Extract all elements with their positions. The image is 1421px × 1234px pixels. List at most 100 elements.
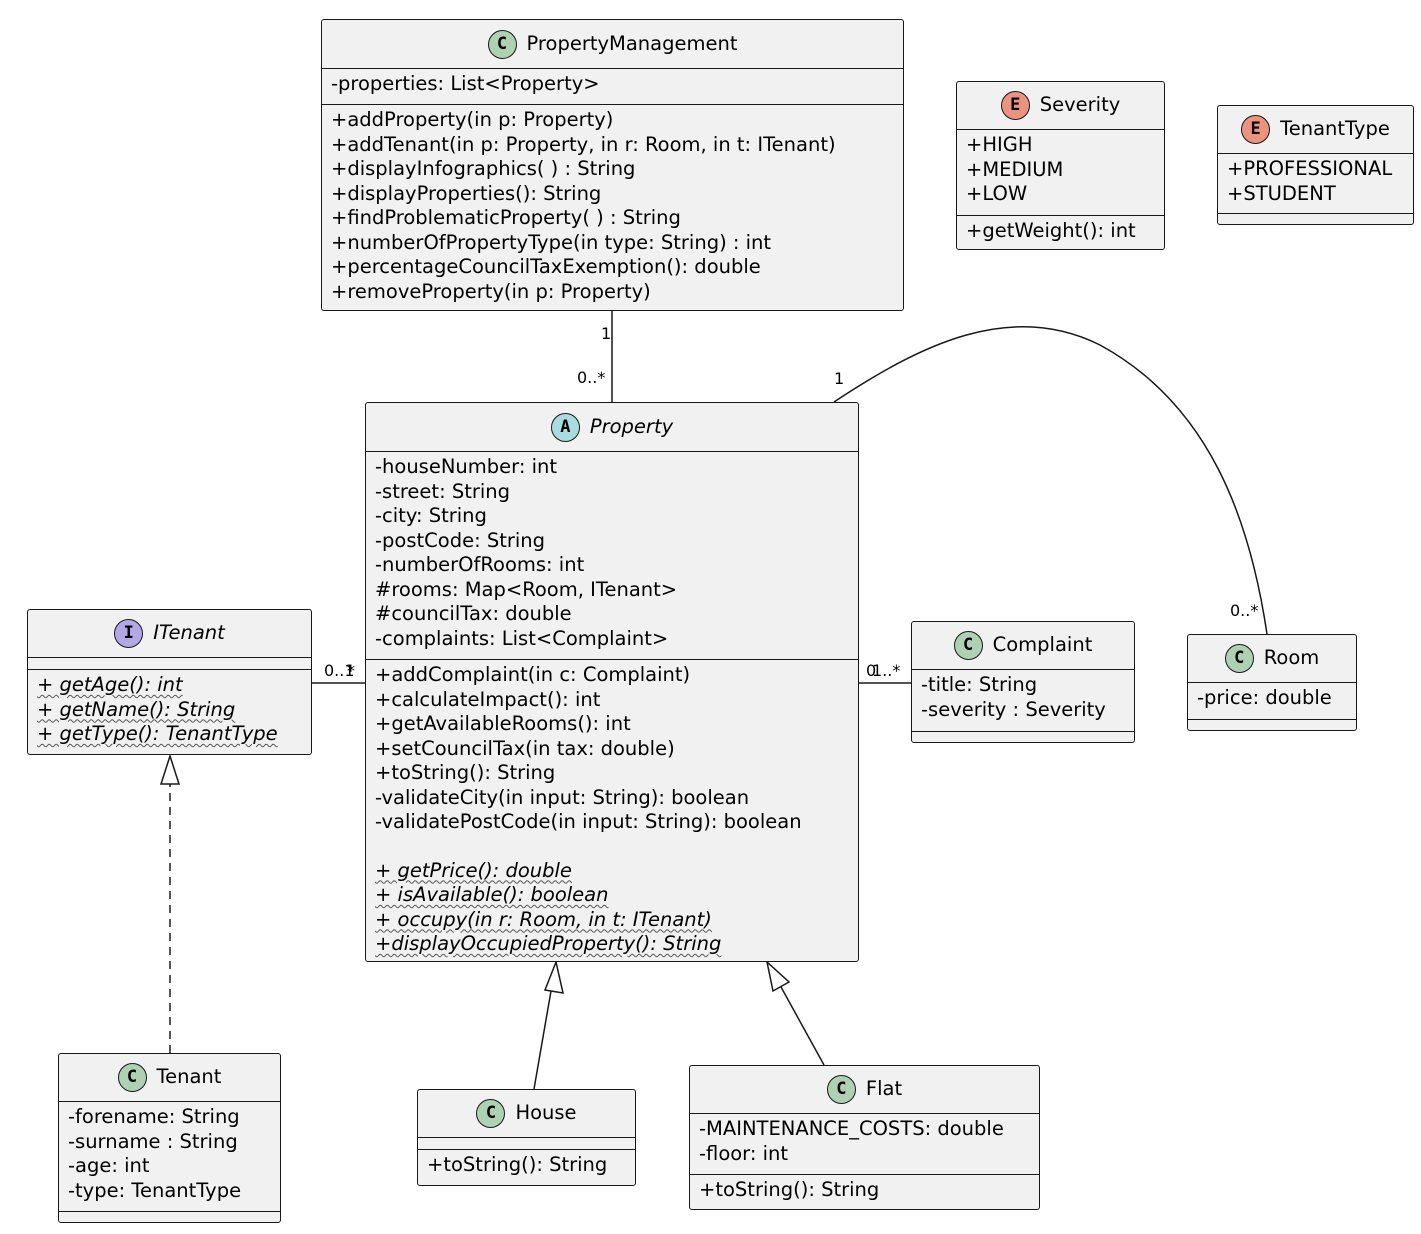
abstract-method: + getAge(): int <box>37 673 183 696</box>
method: +toString(): String <box>699 1178 880 1201</box>
class-header: A Property <box>366 403 858 451</box>
enum-value: +MEDIUM <box>966 157 1064 181</box>
method: -validateCity(in input: String): boolean <box>375 785 750 809</box>
attribute: -numberOfRooms: int <box>375 553 585 576</box>
class-header: C Room <box>1188 635 1356 682</box>
association-property-room <box>833 325 1268 635</box>
attribute: -title: String <box>921 673 1038 696</box>
class-stereotype-icon: C <box>487 29 517 59</box>
enum-stereotype-icon: E <box>1241 115 1271 144</box>
enum-value: +STUDENT <box>1227 181 1336 205</box>
methods-section: +addProperty(in p: Property) +addTenant(… <box>322 104 903 306</box>
class-header: C Tenant <box>59 1054 280 1101</box>
method: +calculateImpact(): int <box>375 687 601 711</box>
attribute: -age: int <box>68 1154 150 1177</box>
enum-severity[interactable]: E Severity +HIGH +MEDIUM +LOW +getWeight… <box>956 81 1165 250</box>
multiplicity-pm-end: 1 <box>601 324 612 343</box>
generalization-house-arrowhead <box>543 959 564 994</box>
class-header: C PropertyManagement <box>322 20 903 68</box>
method: +findProblematicProperty( ) : String <box>331 206 681 229</box>
multiplicity-complaint-end: 1..* <box>872 661 901 680</box>
method: +getWeight(): int <box>966 219 1136 242</box>
attributes-section: -title: String -severity : Severity <box>912 669 1134 731</box>
attributes-section: -properties: List<Property> <box>322 68 903 104</box>
attributes-section: -price: double <box>1188 682 1356 719</box>
attribute: -forename: String <box>68 1105 240 1128</box>
class-name: PropertyManagement <box>526 31 738 55</box>
generalization-flat-arrowhead <box>765 959 791 993</box>
class-stereotype-icon: C <box>476 1099 506 1128</box>
enum-value: +PROFESSIONAL <box>1227 157 1393 180</box>
enum-stereotype-icon: E <box>1000 91 1030 120</box>
enum-value: +HIGH <box>966 133 1033 156</box>
class-stereotype-icon: C <box>117 1063 147 1092</box>
empty-section <box>1218 213 1413 219</box>
class-name: Severity <box>1039 93 1121 117</box>
multiplicity-property-complaint-end: 0 <box>866 661 877 680</box>
class-complaint[interactable]: C Complaint -title: String -severity : S… <box>911 621 1135 743</box>
attribute: -type: TenantType <box>68 1178 242 1202</box>
abstract-stereotype-icon: A <box>550 412 580 442</box>
method: +addTenant(in p: Property, in r: Room, i… <box>331 132 836 156</box>
class-header: C House <box>418 1090 635 1137</box>
abstract-method: + occupy(in r: Room, in t: ITenant) <box>375 907 712 931</box>
generalization-house-property <box>533 990 552 1090</box>
class-tenant[interactable]: C Tenant -forename: String -surname : St… <box>58 1053 281 1223</box>
interface-stereotype-icon: I <box>114 619 144 648</box>
attribute: -surname : String <box>68 1129 238 1153</box>
methods-section: +addComplaint(in c: Complaint) +calculat… <box>366 659 858 959</box>
method: +addProperty(in p: Property) <box>331 108 614 131</box>
method: +removeProperty(in p: Property) <box>331 279 651 303</box>
abstract-method: + getName(): String <box>37 697 236 721</box>
method: -validatePostCode(in input: String): boo… <box>375 810 802 833</box>
method: +displayInfographics( ) : String <box>331 157 636 180</box>
class-name: Flat <box>865 1077 903 1101</box>
class-name: Room <box>1263 646 1320 670</box>
method: +toString(): String <box>375 761 556 784</box>
attribute: -price: double <box>1197 686 1332 709</box>
class-stereotype-icon: C <box>953 631 983 660</box>
method: +addComplaint(in c: Complaint) <box>375 663 691 686</box>
method-spacer <box>375 835 849 859</box>
method: +getAvailableRooms(): int <box>375 712 631 735</box>
class-flat[interactable]: C Flat -MAINTENANCE_COSTS: double -floor… <box>689 1065 1040 1210</box>
attributes-section: -houseNumber: int -street: String -city:… <box>366 451 858 659</box>
attribute: -city: String <box>375 504 487 527</box>
enum-values-section: +HIGH +MEDIUM +LOW <box>957 129 1164 215</box>
enum-values-section: +PROFESSIONAL +STUDENT <box>1218 153 1413 213</box>
multiplicity-itenant-end: 0..1 <box>324 661 355 680</box>
multiplicity-property-room-end: 1 <box>834 369 845 388</box>
method: +displayProperties(): String <box>331 181 602 205</box>
attribute: -severity : Severity <box>921 697 1106 721</box>
attribute: -houseNumber: int <box>375 455 558 478</box>
methods-section: + getAge(): int + getName(): String + ge… <box>28 669 311 749</box>
method: +toString(): String <box>427 1153 608 1176</box>
class-property-management[interactable]: C PropertyManagement -properties: List<P… <box>321 19 904 311</box>
class-name: Tenant <box>156 1065 222 1089</box>
class-room[interactable]: C Room -price: double <box>1187 634 1357 731</box>
class-header: C Complaint <box>912 622 1134 669</box>
method: +setCouncilTax(in tax: double) <box>375 736 675 760</box>
enum-tenant-type[interactable]: E TenantType +PROFESSIONAL +STUDENT <box>1217 105 1414 225</box>
class-name: Property <box>589 414 674 438</box>
method: +numberOfPropertyType(in type: String) :… <box>331 230 772 254</box>
multiplicity-property-pm-end: 0..* <box>577 368 606 387</box>
class-name: House <box>515 1101 577 1125</box>
empty-section <box>1188 719 1356 725</box>
attribute: -street: String <box>375 479 511 503</box>
empty-section <box>912 731 1134 737</box>
realization-arrowhead <box>159 753 181 785</box>
methods-section: +getWeight(): int <box>957 215 1164 246</box>
empty-section <box>418 1137 635 1149</box>
multiplicity-room-end: 0..* <box>1230 601 1259 620</box>
abstract-class-property[interactable]: A Property -houseNumber: int -street: St… <box>365 402 859 962</box>
class-name: ITenant <box>153 621 225 645</box>
abstract-method: +displayOccupiedProperty(): String <box>375 932 722 955</box>
method: +percentageCouncilTaxExemption(): double <box>331 255 761 278</box>
class-house[interactable]: C House +toString(): String <box>417 1089 636 1186</box>
empty-section <box>28 657 311 669</box>
class-name: TenantType <box>1280 117 1390 141</box>
multiplicity-property-itenant-end: * <box>347 661 355 680</box>
interface-itenant[interactable]: I ITenant + getAge(): int + getName(): S… <box>27 609 312 755</box>
